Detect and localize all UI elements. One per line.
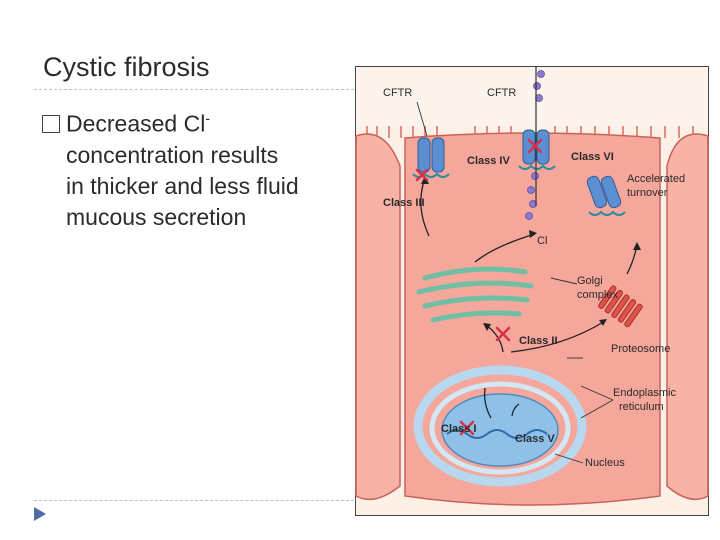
proteosome — [598, 285, 643, 328]
footer-divider — [34, 500, 354, 501]
dna-strand — [446, 429, 548, 439]
label-proteosome: Proteosome — [611, 343, 670, 355]
bullet-line-2: concentration results — [66, 141, 279, 168]
right-cell — [666, 133, 709, 501]
bullet-point: Decreased Cl- concentration results in t… — [42, 103, 342, 233]
bullet-line-3: in thicker and less fluid — [66, 172, 299, 199]
label-leaders — [416, 101, 614, 464]
label-class-iii: Class III — [383, 197, 425, 209]
label-class-i: Class I — [441, 423, 476, 435]
label-class-iv: Class IV — [467, 155, 510, 167]
triangle-arrow-icon[interactable] — [33, 506, 47, 522]
cftr-channel-right — [518, 129, 556, 170]
endoplasmic-reticulum — [413, 365, 587, 487]
defect-markers — [415, 138, 543, 436]
bullet-line-1: Decreased Cl- — [42, 103, 342, 140]
cftr-channel-turnover — [586, 175, 626, 216]
title-divider — [34, 89, 354, 90]
label-golgi: Golgi — [577, 275, 603, 287]
label-cftr-right: CFTR — [487, 87, 516, 99]
arrowheads — [421, 176, 641, 331]
bullet-superscript: - — [205, 110, 211, 126]
bullet-text-1: Decreased Cl — [66, 110, 206, 137]
left-cell — [355, 133, 401, 501]
label-class-vi: Class VI — [571, 151, 614, 163]
golgi-complex — [416, 266, 534, 323]
label-cl: Cl — [537, 235, 547, 247]
bullet-line-4: mucous secretion — [66, 203, 247, 230]
square-bullet-icon — [42, 114, 60, 133]
chloride-ions — [525, 70, 545, 220]
cftr-defect-figure: CFTR CFTR Class IV Class VI Class III Ac… — [355, 66, 709, 516]
slide-title: Cystic fibrosis — [43, 52, 210, 82]
label-class-v: Class V — [515, 433, 555, 445]
label-accelerated: Accelerated — [627, 173, 685, 185]
label-cftr-left: CFTR — [383, 87, 412, 99]
label-reticulum: reticulum — [619, 401, 664, 413]
label-endoplasmic: Endoplasmic — [613, 387, 676, 399]
label-class-ii: Class II — [519, 335, 558, 347]
label-nucleus: Nucleus — [585, 457, 625, 469]
lumen — [356, 67, 708, 127]
label-complex: complex — [577, 289, 618, 301]
label-turnover: turnover — [627, 187, 668, 199]
